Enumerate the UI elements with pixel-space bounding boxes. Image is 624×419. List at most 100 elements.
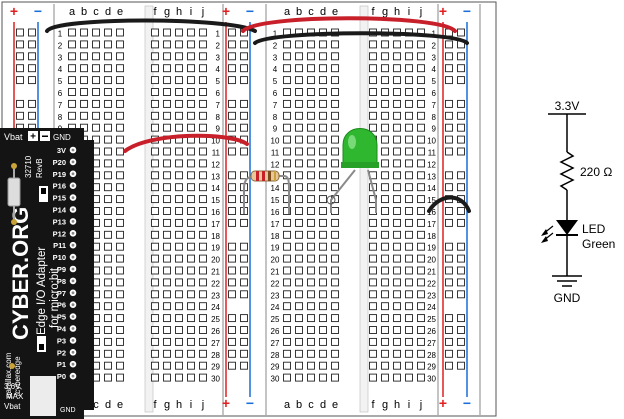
column-letter: a bbox=[69, 6, 76, 18]
terminal-hole bbox=[116, 373, 124, 382]
terminal-hole bbox=[163, 183, 171, 192]
column-letter: f bbox=[371, 6, 375, 18]
rail-hole bbox=[445, 349, 453, 358]
terminal-hole bbox=[393, 135, 401, 144]
terminal-hole bbox=[405, 361, 413, 370]
schematic-resistor bbox=[559, 151, 575, 191]
terminal-hole bbox=[393, 52, 401, 61]
terminal-hole bbox=[331, 159, 339, 168]
terminal-hole bbox=[199, 349, 207, 358]
terminal-hole bbox=[80, 76, 88, 85]
rail-hole bbox=[16, 76, 24, 85]
terminal-hole bbox=[331, 64, 339, 73]
terminal-hole bbox=[405, 76, 413, 85]
terminal-hole bbox=[369, 218, 377, 227]
terminal-hole bbox=[295, 123, 303, 132]
terminal-hole bbox=[295, 218, 303, 227]
terminal-hole bbox=[319, 349, 327, 358]
terminal-hole bbox=[116, 266, 124, 275]
terminal-hole bbox=[187, 123, 195, 132]
terminal-hole bbox=[381, 171, 389, 180]
rail-hole bbox=[457, 349, 465, 358]
terminal-hole bbox=[104, 266, 112, 275]
terminal-hole bbox=[187, 64, 195, 73]
terminal-hole bbox=[104, 76, 112, 85]
schematic: 3.3V 220 Ω LED Green GND bbox=[541, 99, 615, 305]
terminal-hole bbox=[104, 290, 112, 299]
terminal-hole bbox=[199, 254, 207, 263]
terminal-hole bbox=[381, 207, 389, 215]
rail-hole bbox=[228, 218, 236, 227]
terminal-hole bbox=[283, 349, 291, 358]
terminal-hole bbox=[187, 195, 195, 204]
terminal-hole bbox=[175, 40, 183, 49]
terminal-hole bbox=[331, 207, 339, 215]
row-number: 12 bbox=[427, 160, 436, 169]
terminal-hole bbox=[175, 290, 183, 299]
terminal-hole bbox=[151, 373, 159, 382]
terminal-hole bbox=[405, 326, 413, 334]
adapter-pin-label: P5 bbox=[57, 313, 66, 322]
rail-hole bbox=[457, 52, 465, 61]
terminal-hole bbox=[116, 28, 124, 37]
rail-hole bbox=[16, 111, 24, 120]
terminal-hole bbox=[405, 183, 413, 192]
column-letter: e bbox=[117, 6, 123, 18]
row-number: 16 bbox=[211, 208, 220, 217]
column-letter: b bbox=[296, 6, 302, 18]
terminal-hole bbox=[104, 88, 112, 96]
column-letter: a bbox=[284, 6, 291, 18]
row-number: 2 bbox=[432, 41, 437, 50]
terminal-hole bbox=[307, 195, 315, 204]
terminal-hole bbox=[319, 171, 327, 180]
terminal-hole bbox=[163, 88, 171, 96]
rail-hole bbox=[16, 40, 24, 49]
terminal-hole bbox=[369, 266, 377, 275]
terminal-hole bbox=[369, 290, 377, 299]
terminal-hole bbox=[331, 183, 339, 192]
terminal-hole bbox=[331, 88, 339, 96]
terminal-hole bbox=[187, 99, 195, 108]
terminal-hole bbox=[68, 99, 76, 108]
terminal-hole bbox=[307, 290, 315, 299]
rail-hole bbox=[240, 278, 248, 287]
row-number: 3 bbox=[432, 53, 437, 62]
terminal-hole bbox=[393, 349, 401, 358]
terminal-hole bbox=[163, 242, 171, 251]
terminal-hole bbox=[175, 266, 183, 275]
schematic-ground-label: GND bbox=[554, 291, 581, 305]
column-letter: h bbox=[394, 6, 400, 18]
row-number: 13 bbox=[427, 172, 436, 181]
rail-hole bbox=[228, 254, 236, 263]
terminal-hole bbox=[104, 278, 112, 287]
terminal-hole bbox=[116, 349, 124, 358]
terminal-hole bbox=[381, 373, 389, 382]
rail-plus-sign: + bbox=[439, 3, 447, 19]
row-number: 5 bbox=[58, 77, 63, 86]
terminal-hole bbox=[405, 290, 413, 299]
terminal-hole bbox=[80, 88, 88, 96]
adapter-pin-label: P12 bbox=[53, 229, 66, 238]
terminal-hole bbox=[319, 52, 327, 61]
terminal-hole bbox=[369, 278, 377, 287]
terminal-hole bbox=[369, 123, 377, 132]
row-number: 6 bbox=[58, 89, 63, 98]
terminal-hole bbox=[393, 147, 401, 156]
terminal-hole bbox=[381, 314, 389, 323]
terminal-hole bbox=[393, 159, 401, 168]
terminal-hole bbox=[319, 111, 327, 120]
rail-hole bbox=[445, 242, 453, 251]
terminal-hole bbox=[381, 302, 389, 311]
row-number: 11 bbox=[212, 149, 221, 158]
terminal-hole bbox=[116, 230, 124, 239]
column-letter: a bbox=[284, 399, 291, 411]
terminal-hole bbox=[319, 99, 327, 108]
terminal-hole bbox=[393, 171, 401, 180]
terminal-hole bbox=[405, 147, 413, 156]
row-number: 20 bbox=[271, 256, 280, 265]
terminal-hole bbox=[104, 373, 112, 382]
terminal-hole bbox=[319, 195, 327, 204]
terminal-hole bbox=[151, 349, 159, 358]
terminal-hole bbox=[369, 76, 377, 85]
terminal-hole bbox=[163, 337, 171, 346]
